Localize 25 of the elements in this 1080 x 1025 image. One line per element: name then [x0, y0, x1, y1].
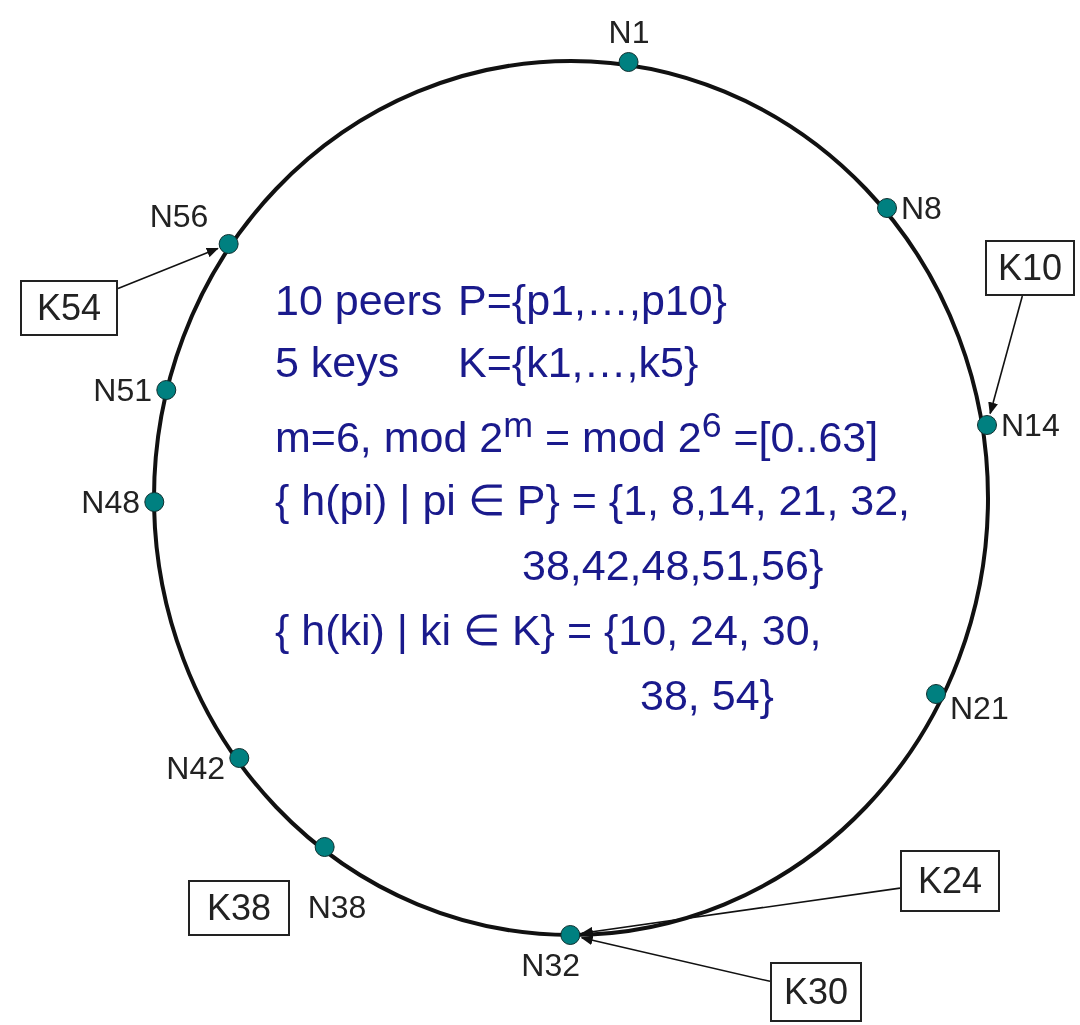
node-label: N48	[81, 486, 140, 518]
info-text: P={p1,…,p10}	[458, 275, 727, 326]
key-box: K30	[770, 962, 862, 1022]
info-text: K={k1,…,k5}	[458, 337, 699, 388]
node-label: N56	[149, 200, 209, 232]
key-box: K38	[188, 880, 290, 936]
node-label: N38	[307, 891, 367, 923]
key-box: K10	[985, 240, 1075, 296]
key-box: K54	[20, 280, 118, 336]
node-label: N14	[1001, 409, 1060, 441]
info-text: m=6, mod 2$^{m}$ = mod 2$^{6}$ =[0..63]	[275, 404, 879, 464]
node-label: N8	[901, 192, 942, 224]
node-label: N1	[608, 16, 650, 48]
arrow	[988, 295, 1024, 415]
node-label: N32	[521, 949, 580, 981]
arrow	[117, 247, 219, 290]
node-label: N21	[950, 692, 1009, 724]
key-box: K24	[900, 850, 1000, 912]
arrow	[580, 935, 771, 983]
info-text: 10 peers	[275, 275, 443, 326]
node-label: N51	[93, 374, 152, 406]
node-label: N42	[166, 752, 225, 784]
info-text: 5 keys	[275, 337, 400, 388]
info-text: { h(pi) | pi ∈ P} = {1, 8,14, 21, 32, 38,42,48,51,56}	[275, 475, 912, 591]
info-text: { h(ki) | ki ∈ K} = {10, 24, 30, 38, 54}	[275, 605, 823, 721]
